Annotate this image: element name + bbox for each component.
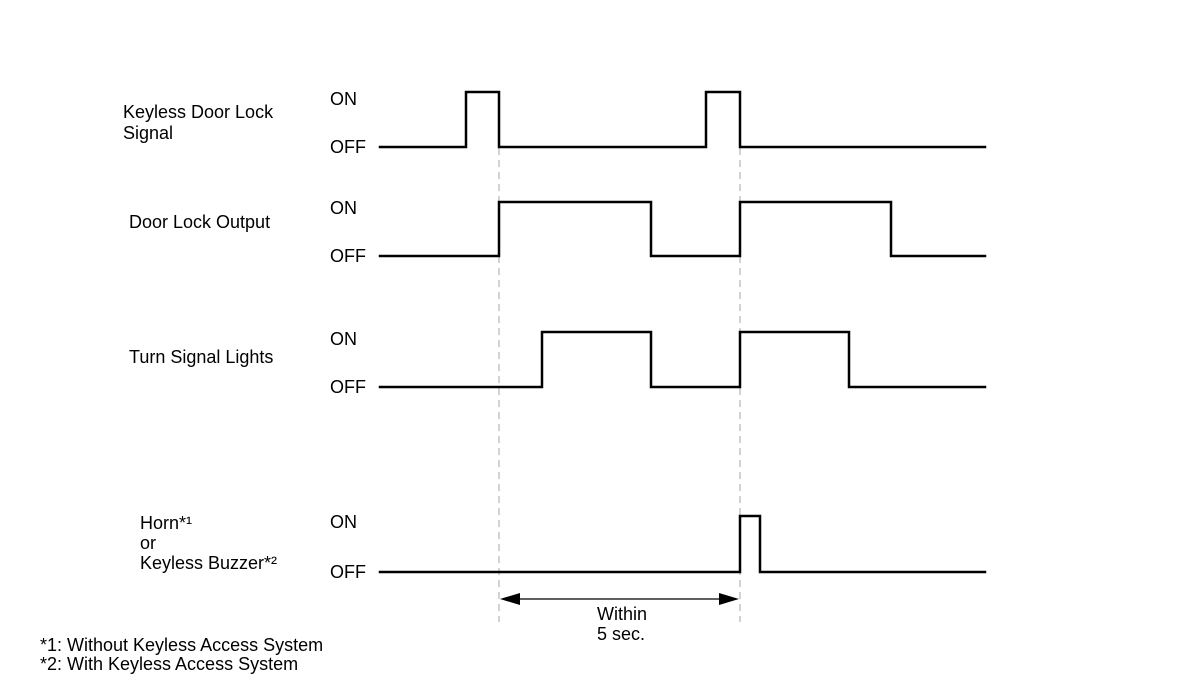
off-label: OFF — [330, 562, 366, 582]
signal-label-line-1: Turn Signal Lights — [129, 347, 273, 367]
off-label: OFF — [330, 246, 366, 266]
on-label: ON — [330, 89, 357, 109]
footnotes: *1: Without Keyless Access System *2: Wi… — [40, 635, 323, 674]
signal-label-line-2: Signal — [123, 123, 173, 143]
on-label: ON — [330, 512, 357, 532]
off-label: OFF — [330, 137, 366, 157]
waveform — [378, 514, 987, 574]
on-label: ON — [330, 329, 357, 349]
signal-label-line-3: Keyless Buzzer*² — [140, 553, 277, 573]
signal-label-line-2: or — [140, 533, 156, 553]
signal-horn-or-keyless-buzzer: Horn*¹ or Keyless Buzzer*² ON OFF — [140, 512, 987, 582]
footnote-1: *1: Without Keyless Access System — [40, 635, 323, 655]
arrowhead-right — [719, 593, 739, 605]
signal-label-line-1: Horn*¹ — [140, 513, 192, 533]
signal-label-line-1: Door Lock Output — [129, 212, 270, 232]
signal-label-line-1: Keyless Door Lock — [123, 102, 274, 122]
interval-label-line-2: 5 sec. — [597, 624, 645, 644]
waveform — [378, 200, 987, 258]
footnote-2: *2: With Keyless Access System — [40, 654, 298, 674]
interval-label-line-1: Within — [597, 604, 647, 624]
arrowhead-left — [500, 593, 520, 605]
waveform — [378, 90, 987, 149]
on-label: ON — [330, 198, 357, 218]
signal-turn-signal-lights: Turn Signal Lights ON OFF — [129, 329, 987, 397]
signal-door-lock-output: Door Lock Output ON OFF — [129, 198, 987, 266]
off-label: OFF — [330, 377, 366, 397]
waveform — [378, 330, 987, 389]
signal-keyless-door-lock: Keyless Door Lock Signal ON OFF — [123, 89, 987, 157]
interval-dimension: Within 5 sec. — [500, 593, 739, 644]
